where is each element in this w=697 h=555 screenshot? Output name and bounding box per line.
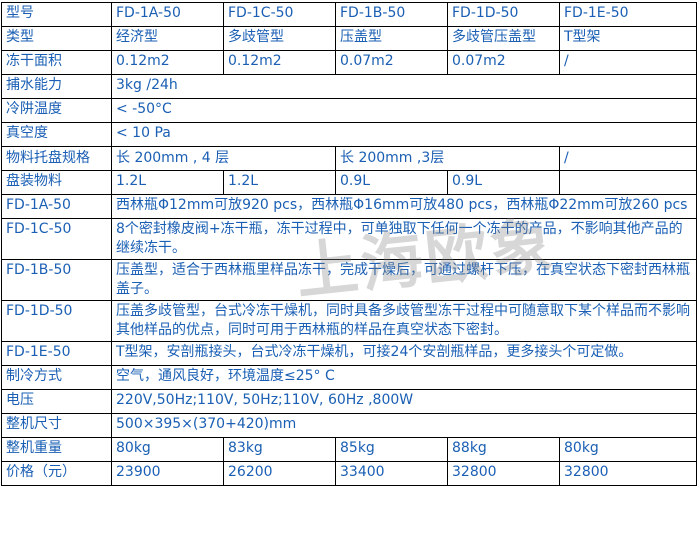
row-label-tray-load: 盘装物料 — [1, 170, 112, 195]
spec-cell: 85kg — [335, 437, 448, 462]
row-cold-trap: 冷阱温度 < -50°C — [1, 98, 697, 123]
spec-cell: 3kg /24h — [111, 74, 697, 99]
row-label-model: 型号 — [1, 2, 112, 27]
spec-cell: / — [559, 146, 697, 171]
row-weight: 整机重量 80kg 83kg 85kg 88kg 80kg — [1, 437, 697, 462]
spec-cell: < -50°C — [111, 98, 697, 123]
spec-cell: T型架 — [559, 26, 697, 51]
row-voltage: 电压 220V,50Hz;110V, 50Hz;110V, 60Hz ,800W — [1, 389, 697, 414]
spec-cell: 多歧管型 — [223, 26, 336, 51]
row-label-voltage: 电压 — [1, 389, 112, 414]
spec-cell: FD-1A-50 — [111, 2, 224, 27]
row-label-cooling: 制冷方式 — [1, 365, 112, 390]
row-label-fd1e: FD-1E-50 — [1, 341, 112, 366]
spec-cell — [559, 170, 697, 195]
spec-cell: 1.2L — [223, 170, 336, 195]
row-desc-fd1d: FD-1D-50 压盖多歧管型，台式冷冻干燥机，同时具备多歧管型冻干过程中可随意… — [1, 300, 697, 342]
row-label-type: 类型 — [1, 26, 112, 51]
spec-cell: 80kg — [559, 437, 697, 462]
row-desc-fd1b: FD-1B-50 压盖型，适合于西林瓶里样品冻干，完成干燥后，可通过螺杆下压，在… — [1, 259, 697, 301]
row-type: 类型 经济型 多歧管型 压盖型 多歧管压盖型 T型架 — [1, 26, 697, 51]
row-label-fd1c: FD-1C-50 — [1, 218, 112, 260]
spec-cell: 长 200mm , 4 层 — [111, 146, 336, 171]
spec-cell: 经济型 — [111, 26, 224, 51]
desc-cell: 压盖型，适合于西林瓶里样品冻干，完成干燥后，可通过螺杆下压，在真空状态下密封西林… — [111, 259, 697, 301]
spec-cell: 500×395×(370+420)mm — [111, 413, 697, 438]
row-label-size: 整机尺寸 — [1, 413, 112, 438]
row-desc-fd1e: FD-1E-50 T型架，安剖瓶接头，台式冷冻干燥机，可接24个安剖瓶样品，更多… — [1, 341, 697, 366]
spec-cell: 83kg — [223, 437, 336, 462]
spec-cell: 0.12m2 — [111, 50, 224, 75]
spec-cell: 0.9L — [335, 170, 448, 195]
row-label-cold-trap: 冷阱温度 — [1, 98, 112, 123]
spec-cell: 多歧管压盖型 — [447, 26, 560, 51]
spec-cell: FD-1E-50 — [559, 2, 697, 27]
spec-cell: FD-1C-50 — [223, 2, 336, 27]
spec-cell: < 10 Pa — [111, 122, 697, 147]
row-label-price: 价格（元） — [1, 461, 112, 486]
row-label-tray-spec: 物料托盘规格 — [1, 146, 112, 171]
row-desc-fd1c: FD-1C-50 8个密封橡皮阀+冻干瓶，冻干过程中，可单独取下任何一个冻干的产… — [1, 218, 697, 260]
spec-cell: 88kg — [447, 437, 560, 462]
spec-cell: 80kg — [111, 437, 224, 462]
spec-cell: FD-1B-50 — [335, 2, 448, 27]
desc-cell: T型架，安剖瓶接头，台式冷冻干燥机，可接24个安剖瓶样品，更多接头个可定做。 — [111, 341, 697, 366]
spec-cell: 1.2L — [111, 170, 224, 195]
row-desc-fd1a: FD-1A-50 西林瓶Φ12mm可放920 pcs，西林瓶Φ16mm可放480… — [1, 194, 697, 219]
row-vacuum: 真空度 < 10 Pa — [1, 122, 697, 147]
row-model: 型号 FD-1A-50 FD-1C-50 FD-1B-50 FD-1D-50 F… — [1, 2, 697, 27]
row-label-area: 冻干面积 — [1, 50, 112, 75]
spec-cell: 23900 — [111, 461, 224, 486]
desc-cell: 压盖多歧管型，台式冷冻干燥机，同时具备多歧管型冻干过程中可随意取下某个样品而不影… — [111, 300, 697, 342]
spec-cell: 32800 — [559, 461, 697, 486]
spec-cell: 26200 — [223, 461, 336, 486]
row-label-fd1d: FD-1D-50 — [1, 300, 112, 342]
spec-cell: 压盖型 — [335, 26, 448, 51]
spec-cell: 0.07m2 — [447, 50, 560, 75]
desc-cell: 8个密封橡皮阀+冻干瓶，冻干过程中，可单独取下任何一个冻干的产品，不影响其他产品… — [111, 218, 697, 260]
spec-cell: 空气，通风良好，环境温度≤25° C — [111, 365, 697, 390]
spec-cell: 0.12m2 — [223, 50, 336, 75]
row-price: 价格（元） 23900 26200 33400 32800 32800 — [1, 461, 697, 486]
spec-cell: 220V,50Hz;110V, 50Hz;110V, 60Hz ,800W — [111, 389, 697, 414]
spec-cell: 长 200mm ,3层 — [335, 146, 560, 171]
spec-table: 型号 FD-1A-50 FD-1C-50 FD-1B-50 FD-1D-50 F… — [1, 2, 697, 486]
spec-cell: 0.07m2 — [335, 50, 448, 75]
row-tray-load: 盘装物料 1.2L 1.2L 0.9L 0.9L — [1, 170, 697, 195]
spec-cell: 32800 — [447, 461, 560, 486]
spec-cell: 0.9L — [447, 170, 560, 195]
row-label-weight: 整机重量 — [1, 437, 112, 462]
row-size: 整机尺寸 500×395×(370+420)mm — [1, 413, 697, 438]
row-area: 冻干面积 0.12m2 0.12m2 0.07m2 0.07m2 / — [1, 50, 697, 75]
row-water-capture: 捕水能力 3kg /24h — [1, 74, 697, 99]
row-label-water-capture: 捕水能力 — [1, 74, 112, 99]
desc-cell: 西林瓶Φ12mm可放920 pcs，西林瓶Φ16mm可放480 pcs，西林瓶Φ… — [111, 194, 697, 219]
row-label-vacuum: 真空度 — [1, 122, 112, 147]
row-tray-spec: 物料托盘规格 长 200mm , 4 层 长 200mm ,3层 / — [1, 146, 697, 171]
spec-cell: FD-1D-50 — [447, 2, 560, 27]
spec-cell: 33400 — [335, 461, 448, 486]
row-label-fd1a: FD-1A-50 — [1, 194, 112, 219]
row-cooling: 制冷方式 空气，通风良好，环境温度≤25° C — [1, 365, 697, 390]
spec-cell: / — [559, 50, 697, 75]
row-label-fd1b: FD-1B-50 — [1, 259, 112, 301]
